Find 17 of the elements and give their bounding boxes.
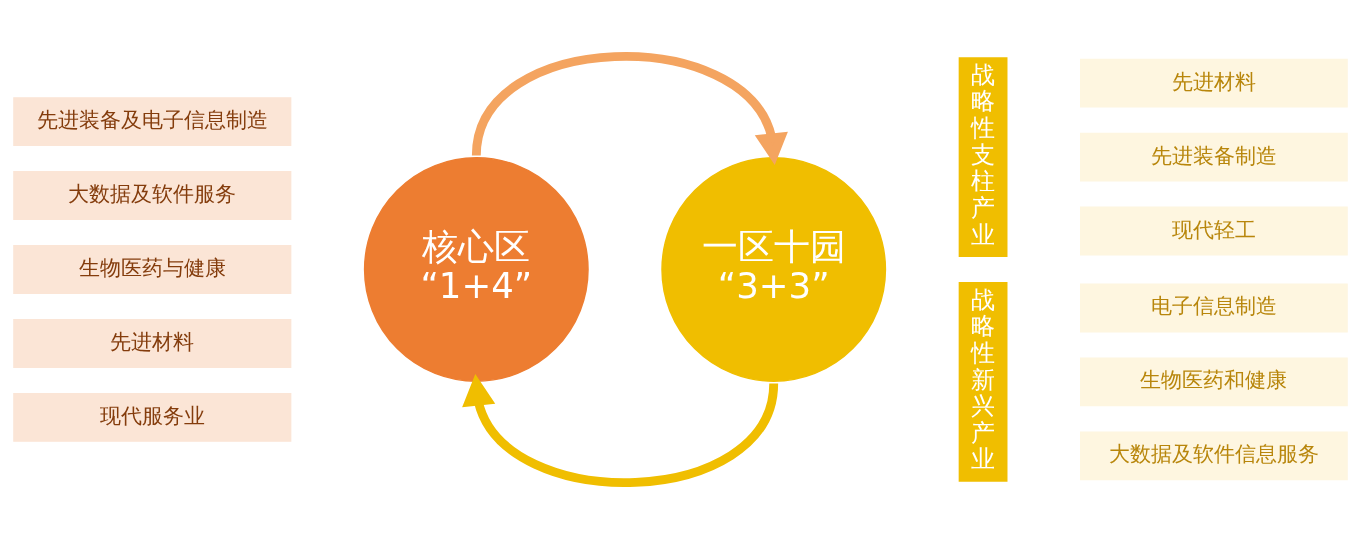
node-box: 现代轻工 (1080, 206, 1348, 256)
arrow (462, 373, 779, 487)
node-box: 大数据及软件信息服务 (1080, 431, 1348, 481)
node-box: 先进材料 (1080, 58, 1348, 108)
node-box: 生物医药与健康 (13, 245, 292, 294)
node-box: 电子信息制造 (1080, 283, 1348, 333)
node-circle: 一区十园 “3+3” (661, 157, 887, 382)
node-box: 战略性支柱产业 (958, 57, 1008, 257)
node-box: 先进材料 (13, 319, 292, 368)
node-box: 现代服务业 (13, 393, 292, 442)
node-box: 战略性新兴产业 (958, 282, 1008, 482)
node-box: 先进装备制造 (1080, 132, 1348, 182)
arrow (471, 52, 788, 166)
node-box: 生物医药和健康 (1080, 357, 1348, 407)
node-circle: 核心区 “1+4” (363, 157, 589, 382)
node-box: 先进装备及电子信息制造 (13, 97, 292, 146)
node-box: 大数据及软件服务 (13, 171, 292, 220)
